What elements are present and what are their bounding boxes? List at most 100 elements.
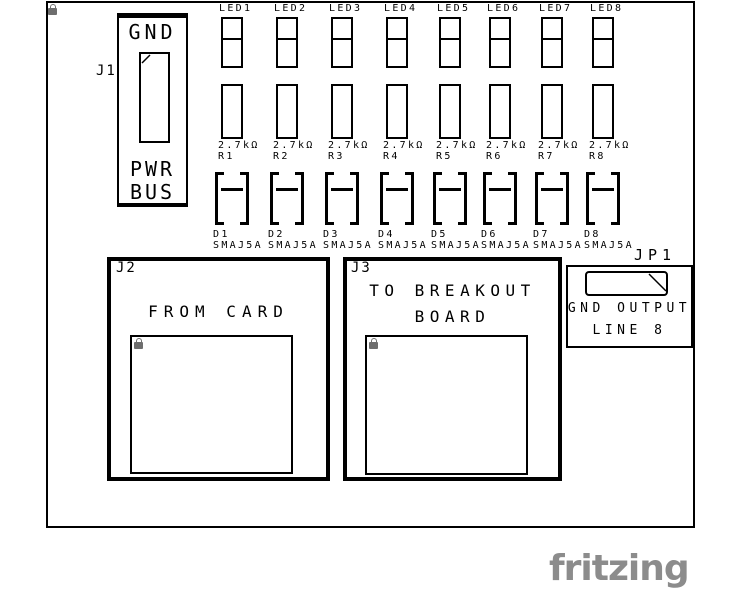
resistor-ref-label[interactable]: R6 [486, 151, 503, 162]
led-symbol[interactable] [489, 17, 511, 68]
resistor-value-label[interactable]: 2.7kΩ [328, 140, 370, 151]
diode-symbol[interactable] [535, 172, 569, 225]
diode-symbol[interactable] [483, 172, 517, 225]
diode-part-label[interactable]: SMAJ5A [431, 240, 481, 251]
diode-ref-label[interactable]: D8 [584, 229, 601, 240]
resistor-symbol[interactable] [386, 84, 408, 139]
channel-column: LED1 2.7kΩ R1 D1 SMAJ5A [212, 0, 274, 260]
diode-symbol[interactable] [433, 172, 467, 225]
led-ref-label[interactable]: LED5 [437, 3, 471, 14]
resistor-ref-label[interactable]: R3 [328, 151, 345, 162]
diode-symbol[interactable] [586, 172, 620, 225]
j3-connector-body[interactable] [365, 335, 528, 475]
led-ref-label[interactable]: LED2 [274, 3, 308, 14]
diode-ref-label[interactable]: D3 [323, 229, 340, 240]
resistor-ref-label[interactable]: R8 [589, 151, 606, 162]
resistor-symbol[interactable] [541, 84, 563, 139]
led-cathode-line [388, 38, 406, 40]
corner-notch-icon [648, 273, 667, 292]
pcb-outline[interactable] [46, 1, 695, 528]
resistor-symbol[interactable] [592, 84, 614, 139]
j1-gnd-label: GND [128, 20, 177, 44]
resistor-value-label[interactable]: 2.7kΩ [538, 140, 580, 151]
led-ref-label[interactable]: LED6 [487, 3, 521, 14]
resistor-ref-label[interactable]: R5 [436, 151, 453, 162]
diode-part-label[interactable]: SMAJ5A [533, 240, 583, 251]
j1-pwr-label: PWR [129, 157, 176, 181]
channel-column: LED8 2.7kΩ R8 D8 SMAJ5A [583, 0, 645, 260]
resistor-ref-label[interactable]: R7 [538, 151, 555, 162]
resistor-value-label[interactable]: 2.7kΩ [218, 140, 260, 151]
j2-ref-label[interactable]: J2 [116, 260, 137, 276]
diode-symbol[interactable] [325, 172, 359, 225]
resistor-value-label[interactable]: 2.7kΩ [273, 140, 315, 151]
channel-column: LED3 2.7kΩ R3 D3 SMAJ5A [322, 0, 384, 260]
j3-connector[interactable] [343, 257, 562, 481]
resistor-value-label[interactable]: 2.7kΩ [436, 140, 478, 151]
led-symbol[interactable] [221, 17, 243, 68]
led-ref-label[interactable]: LED1 [219, 3, 253, 14]
resistor-value-label[interactable]: 2.7kΩ [589, 140, 631, 151]
diode-bracket-left [535, 172, 544, 225]
resistor-ref-label[interactable]: R4 [383, 151, 400, 162]
j1-connector[interactable] [117, 13, 188, 207]
led-ref-label[interactable]: LED4 [384, 3, 418, 14]
diode-bar [592, 188, 614, 191]
jp1-pin-body[interactable] [585, 271, 668, 296]
led-cathode-line [491, 38, 509, 40]
resistor-symbol[interactable] [489, 84, 511, 139]
led-ref-label[interactable]: LED3 [329, 3, 363, 14]
resistor-symbol[interactable] [439, 84, 461, 139]
resistor-ref-label[interactable]: R2 [273, 151, 290, 162]
diode-ref-label[interactable]: D2 [268, 229, 285, 240]
resistor-symbol[interactable] [276, 84, 298, 139]
led-symbol[interactable] [331, 17, 353, 68]
diode-bracket-right [458, 172, 467, 225]
lock-icon [48, 3, 57, 15]
j1-ref-label[interactable]: J1 [96, 63, 117, 79]
resistor-value-label[interactable]: 2.7kΩ [486, 140, 528, 151]
diode-ref-label[interactable]: D7 [533, 229, 550, 240]
jp1-connector[interactable] [566, 265, 693, 348]
diode-ref-label[interactable]: D1 [213, 229, 230, 240]
diode-part-label[interactable]: SMAJ5A [323, 240, 373, 251]
diode-ref-label[interactable]: D4 [378, 229, 395, 240]
resistor-value-label[interactable]: 2.7kΩ [383, 140, 425, 151]
diode-ref-label[interactable]: D5 [431, 229, 448, 240]
led-symbol[interactable] [386, 17, 408, 68]
led-ref-label[interactable]: LED8 [590, 3, 624, 14]
led-ref-label[interactable]: LED7 [539, 3, 573, 14]
diode-symbol[interactable] [270, 172, 304, 225]
led-symbol[interactable] [276, 17, 298, 68]
resistor-ref-label[interactable]: R1 [218, 151, 235, 162]
led-symbol[interactable] [592, 17, 614, 68]
diode-bar [386, 188, 408, 191]
diode-bracket-left [380, 172, 389, 225]
lock-icon [369, 337, 378, 349]
diode-part-label[interactable]: SMAJ5A [481, 240, 531, 251]
diode-part-label[interactable]: SMAJ5A [213, 240, 263, 251]
j2-connector-body[interactable] [130, 335, 293, 474]
led-cathode-line [441, 38, 459, 40]
j1-pin-body[interactable] [139, 52, 170, 143]
diode-part-label[interactable]: SMAJ5A [268, 240, 318, 251]
resistor-symbol[interactable] [331, 84, 353, 139]
diode-ref-label[interactable]: D6 [481, 229, 498, 240]
resistor-symbol[interactable] [221, 84, 243, 139]
diode-symbol[interactable] [215, 172, 249, 225]
j2-connector[interactable] [107, 257, 330, 481]
diode-part-label[interactable]: SMAJ5A [584, 240, 634, 251]
diode-bracket-left [270, 172, 279, 225]
led-symbol[interactable] [439, 17, 461, 68]
diode-bar [489, 188, 511, 191]
jp1-label-line2: LINE 8 [592, 323, 667, 338]
diode-bar [221, 188, 243, 191]
diode-bracket-left [483, 172, 492, 225]
jp1-ref-label[interactable]: JP1 [634, 246, 677, 264]
j3-ref-label[interactable]: J3 [351, 260, 372, 276]
diode-symbol[interactable] [380, 172, 414, 225]
led-symbol[interactable] [541, 17, 563, 68]
diode-part-label[interactable]: SMAJ5A [378, 240, 428, 251]
diode-bracket-right [240, 172, 249, 225]
